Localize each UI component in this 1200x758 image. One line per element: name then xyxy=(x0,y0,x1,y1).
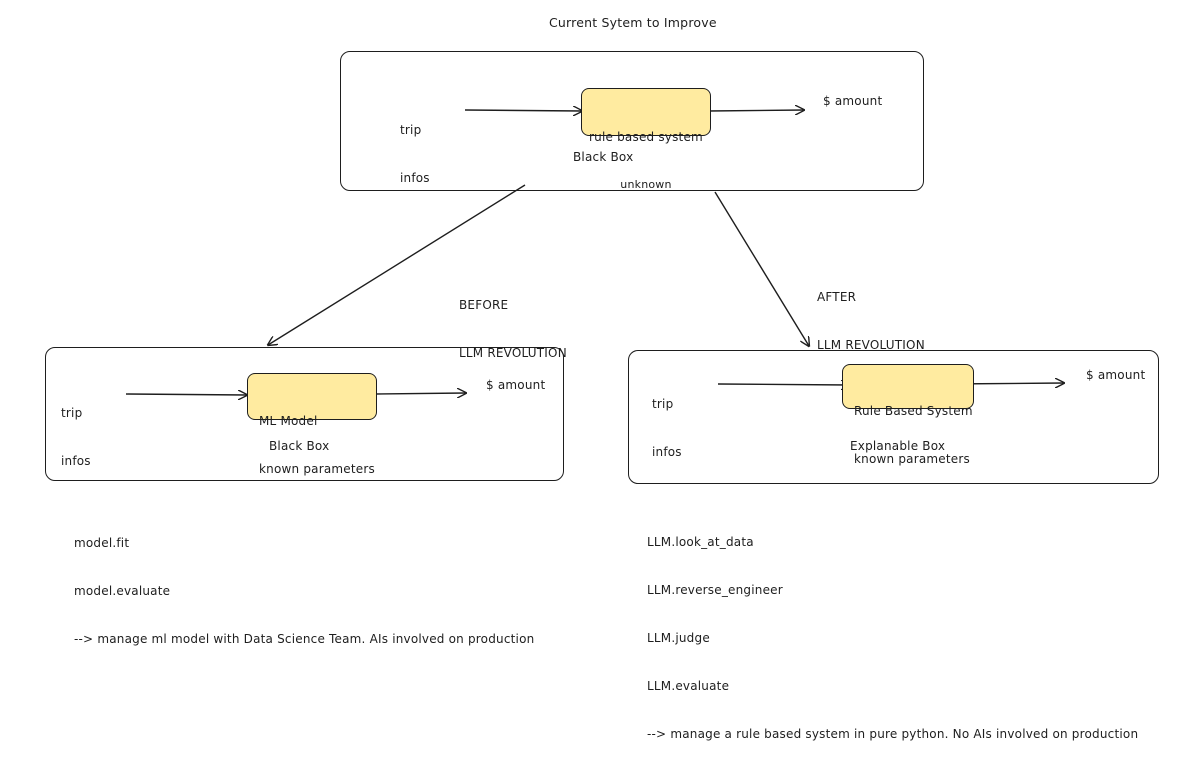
top-input-label: trip infos xyxy=(400,90,430,202)
after-caption: Explanable Box xyxy=(850,439,946,453)
top-core-line2: unknown xyxy=(620,178,672,191)
after-note-line: LLM.look_at_data xyxy=(647,535,754,549)
top-core-box xyxy=(581,88,711,136)
after-note-line: LLM.evaluate xyxy=(647,679,730,693)
before-output-label: $ amount xyxy=(486,378,546,392)
after-input-line1: trip xyxy=(652,397,674,411)
after-note-line: --> manage a rule based system in pure p… xyxy=(647,727,1139,741)
after-label-line2: LLM REVOLUTION xyxy=(817,338,925,352)
before-core-box xyxy=(247,373,377,420)
before-label-line2: LLM REVOLUTION xyxy=(459,346,567,360)
after-label: AFTER LLM REVOLUTION xyxy=(817,257,925,369)
before-input-line1: trip xyxy=(61,406,83,420)
before-label-line1: BEFORE xyxy=(459,298,509,312)
before-notes: model.fit model.evaluate --> manage ml m… xyxy=(74,503,534,663)
before-core-line1: ML Model xyxy=(259,414,318,428)
after-label-line1: AFTER xyxy=(817,290,857,304)
after-input-line2: infos xyxy=(652,445,682,459)
top-input-line2: infos xyxy=(400,171,430,185)
before-caption: Black Box xyxy=(269,439,330,453)
before-note-line: --> manage ml model with Data Science Te… xyxy=(74,632,535,646)
after-output-label: $ amount xyxy=(1086,368,1146,382)
top-core-label: rule based system unknown xyxy=(581,97,711,209)
before-core-line2: known parameters xyxy=(259,462,375,476)
before-core-label: ML Model known parameters xyxy=(259,381,375,493)
after-notes: LLM.look_at_data LLM.reverse_engineer LL… xyxy=(647,502,1138,758)
after-system-frame xyxy=(628,350,1159,484)
after-branch-arrow xyxy=(714,191,809,346)
after-note-line: LLM.reverse_engineer xyxy=(647,583,783,597)
after-core-line2: known parameters xyxy=(854,452,970,466)
before-input-line2: infos xyxy=(61,454,91,468)
top-core-line1: rule based system xyxy=(589,130,703,144)
top-caption: Black Box xyxy=(573,150,634,164)
top-input-line1: trip xyxy=(400,123,422,137)
before-note-line: model.fit xyxy=(74,536,130,550)
diagram-title: Current Sytem to Improve xyxy=(549,15,717,30)
after-core-line1: Rule Based System xyxy=(854,404,973,418)
before-note-line: model.evaluate xyxy=(74,584,171,598)
after-core-box xyxy=(842,364,974,409)
before-input-label: trip infos xyxy=(61,373,91,485)
after-input-label: trip infos xyxy=(652,364,682,476)
top-output-label: $ amount xyxy=(823,94,883,108)
before-label: BEFORE LLM REVOLUTION xyxy=(459,265,567,377)
after-core-label: Rule Based System known parameters xyxy=(854,371,973,483)
before-system-frame xyxy=(45,347,564,481)
after-note-line: LLM.judge xyxy=(647,631,710,645)
top-system-frame xyxy=(340,51,924,191)
